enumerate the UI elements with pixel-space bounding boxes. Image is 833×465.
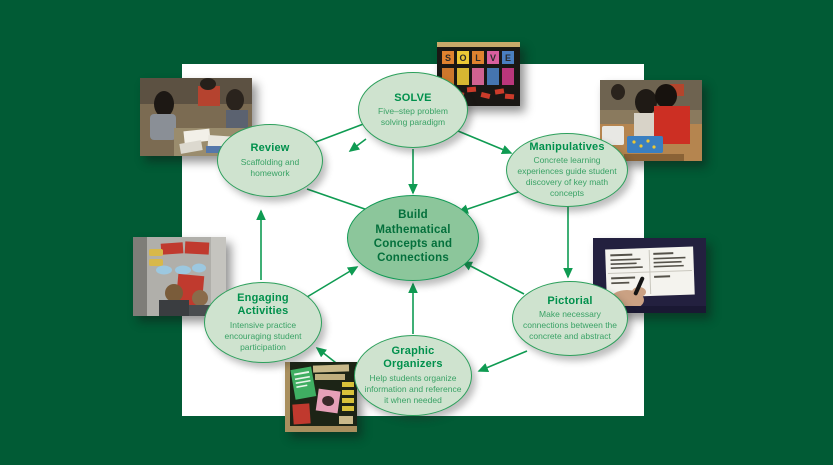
node-review-title: Review — [250, 142, 290, 155]
node-engaging-activities-desc: Intensive practice encouraging student p… — [224, 319, 302, 352]
board-frame — [437, 42, 520, 47]
node-build-mathematical-concepts: Build Mathematical Concepts and Connecti… — [347, 195, 479, 281]
node-pictorial-title: Pictorial — [547, 294, 593, 307]
letter-tile: S — [442, 51, 454, 64]
node-graphic-organizers: Graphic Organizers Help students organiz… — [354, 335, 472, 416]
node-review-desc: Scaffolding and homework — [240, 156, 300, 178]
node-graphic-organizers-desc: Help students organize information and r… — [364, 372, 462, 405]
node-manipulatives-desc: Concrete learning experiences guide stud… — [517, 155, 617, 199]
node-manipulatives: Manipulatives Concrete learning experien… — [506, 133, 628, 207]
letter-tile: E — [502, 51, 514, 64]
node-pictorial-desc: Make necessary connections between the c… — [522, 309, 618, 342]
photo-classroom-display-board — [285, 362, 357, 432]
node-engaging-activities: Engaging Activities Intensive practice e… — [204, 282, 322, 363]
paper-strips — [437, 66, 520, 85]
node-solve: SOLVE Five–step problem solving paradigm — [358, 72, 468, 148]
node-pictorial: Pictorial Make necessary connections bet… — [512, 281, 628, 356]
letter-tile: O — [457, 51, 469, 64]
center-node-title: Build Mathematical Concepts and Connecti… — [373, 209, 453, 265]
node-solve-title: SOLVE — [394, 91, 432, 104]
node-engaging-activities-title: Engaging Activities — [237, 292, 289, 317]
photo-classroom-group-work — [140, 78, 252, 156]
node-review: Review Scaffolding and homework — [217, 124, 323, 197]
letter-tile: L — [472, 51, 484, 64]
solve-letters-row: S O L V E — [437, 47, 520, 66]
letter-tile: V — [487, 51, 499, 64]
node-manipulatives-title: Manipulatives — [529, 140, 605, 153]
node-graphic-organizers-title: Graphic Organizers — [383, 345, 443, 370]
node-solve-desc: Five–step problem solving paradigm — [378, 106, 448, 128]
